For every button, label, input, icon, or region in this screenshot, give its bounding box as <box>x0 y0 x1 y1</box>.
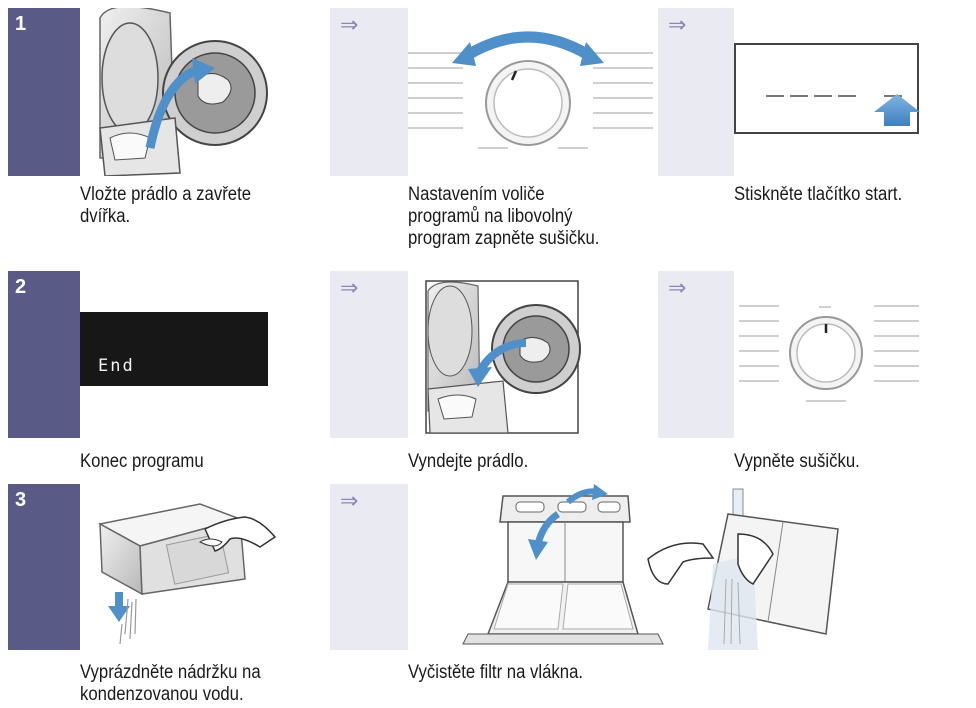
water-tank-illustration <box>80 484 330 650</box>
caption-program-end: Konec programu <box>80 451 204 472</box>
caption-clean-lint-filter: Vyčistěte filtr na vlákna. <box>408 662 584 683</box>
next-arrow-icon: ⇒ <box>340 12 359 37</box>
step-2-number: 2 <box>8 271 80 438</box>
lcd-display: End <box>80 312 268 386</box>
step-3-number: 3 <box>8 484 80 650</box>
step-1-number: 1 <box>8 8 80 176</box>
caption-switch-off: Vypněte sušičku. <box>734 451 860 472</box>
next-arrow-icon: ⇒ <box>340 488 359 513</box>
caption-unload-laundry: Vyndejte prádlo. <box>408 451 529 472</box>
unload-laundry-illustration <box>408 271 658 438</box>
lint-filter-illustration <box>408 484 964 650</box>
program-selector-illustration <box>408 8 658 176</box>
start-button-illustration <box>734 8 964 176</box>
next-arrow-icon: ⇒ <box>668 12 687 37</box>
end-display-illustration: End <box>80 271 330 438</box>
load-laundry-illustration <box>80 8 330 176</box>
caption-press-start: Stiskněte tlačítko start. <box>734 184 903 205</box>
display-text: End <box>98 356 135 376</box>
dial-off-illustration <box>734 271 964 438</box>
next-arrow-icon: ⇒ <box>668 275 687 300</box>
next-arrow-icon: ⇒ <box>340 275 359 300</box>
